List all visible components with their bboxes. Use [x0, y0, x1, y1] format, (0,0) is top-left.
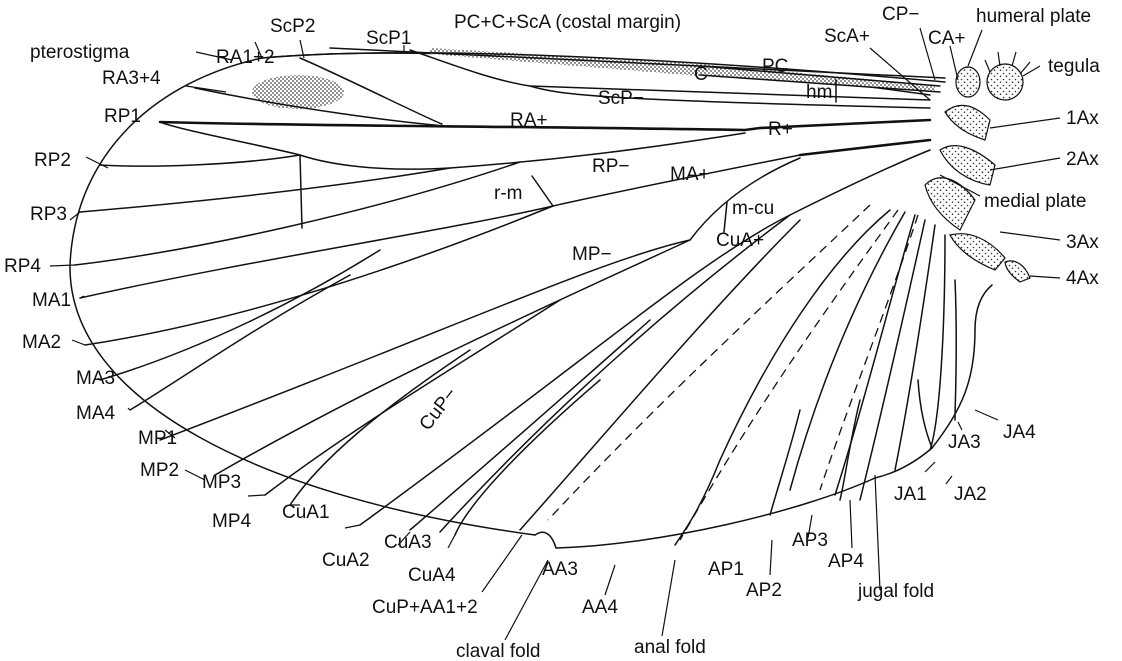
label-ma2: MA2: [22, 332, 61, 353]
label-anal: anal fold: [634, 637, 706, 658]
label-humeral: humeral plate: [976, 6, 1091, 27]
axillary-4: [1004, 260, 1031, 283]
label-cua4: CuA4: [408, 565, 456, 586]
label-scap: ScA+: [824, 26, 870, 47]
label-ax3: 3Ax: [1066, 232, 1099, 253]
label-mcu: m-cu: [732, 198, 774, 219]
label-jugal: jugal fold: [857, 581, 934, 602]
pterostigma-area: [252, 75, 344, 109]
label-aa3: AA3: [542, 559, 578, 580]
label-cupm: CuP−: [415, 384, 461, 435]
label-ap1: AP1: [708, 559, 744, 580]
costal-margin: [261, 47, 946, 93]
label-cap: CA+: [928, 28, 966, 49]
label-mpm: MP−: [572, 244, 612, 265]
label-rm: r-m: [494, 183, 522, 204]
axillary-1: [944, 104, 991, 141]
label-ja2: JA2: [954, 484, 987, 505]
label-medial: medial plate: [984, 191, 1086, 212]
label-rplus: R+: [768, 119, 793, 140]
label-ma1: MA1: [32, 290, 71, 311]
label-pterostigma: pterostigma: [30, 42, 130, 63]
humeral-plate: [955, 66, 981, 98]
label-pc: PC: [762, 56, 788, 77]
label-aa4: AA4: [582, 597, 618, 618]
axillary-2: [939, 145, 996, 186]
label-ra12: RA1+2: [216, 47, 275, 68]
label-tegula: tegula: [1048, 56, 1100, 77]
label-cua3: CuA3: [384, 532, 432, 553]
label-ax2: 2Ax: [1066, 149, 1099, 170]
label-scp2: ScP2: [270, 16, 315, 37]
label-ra34: RA3+4: [102, 68, 161, 89]
label-ax4: 4Ax: [1066, 268, 1099, 289]
label-ax1: 1Ax: [1066, 108, 1099, 129]
label-rap: RA+: [510, 110, 548, 131]
label-ap3: AP3: [792, 530, 828, 551]
label-c: C: [694, 64, 708, 85]
label-cua2: CuA2: [322, 550, 370, 571]
label-rp1: RP1: [104, 106, 141, 127]
label-claval: claval fold: [456, 641, 541, 661]
label-ja3: JA3: [948, 432, 981, 453]
label-scp1: ScP1: [366, 28, 411, 49]
label-rp3: RP3: [30, 204, 67, 225]
label-ap2: AP2: [746, 580, 782, 601]
label-mp4: MP4: [212, 511, 252, 532]
label-cpm: CP−: [882, 4, 920, 25]
label-ma4: MA4: [76, 403, 116, 424]
label-cuap: CuA+: [716, 230, 764, 251]
labels: pterostigma RA1+2 ScP2 ScP1 PC+C+ScA (co…: [4, 4, 1100, 661]
label-rp4: RP4: [4, 256, 41, 277]
label-map: MA+: [670, 164, 710, 185]
label-scpm: ScP−: [598, 88, 644, 109]
label-ja1: JA1: [894, 484, 927, 505]
label-mp3: MP3: [202, 472, 241, 493]
tegula: [986, 63, 1024, 101]
wing-base-sclerites: [835, 51, 1031, 283]
label-hm: hm: [806, 82, 832, 103]
label-cupaa: CuP+AA1+2: [372, 597, 478, 618]
label-rp2: RP2: [34, 150, 71, 171]
label-rpm: RP−: [592, 156, 630, 177]
leader-lines: [49, 27, 1061, 641]
label-mp1: MP1: [138, 428, 177, 449]
label-cua1: CuA1: [282, 502, 330, 523]
axillary-3: [949, 233, 1006, 271]
wing-veins: [74, 49, 958, 546]
label-ma3: MA3: [76, 368, 115, 389]
label-costal: PC+C+ScA (costal margin): [454, 12, 681, 33]
label-ap4: AP4: [828, 551, 864, 572]
label-mp2: MP2: [140, 460, 179, 481]
label-ja4: JA4: [1003, 422, 1036, 443]
medial-plate: [924, 177, 976, 231]
